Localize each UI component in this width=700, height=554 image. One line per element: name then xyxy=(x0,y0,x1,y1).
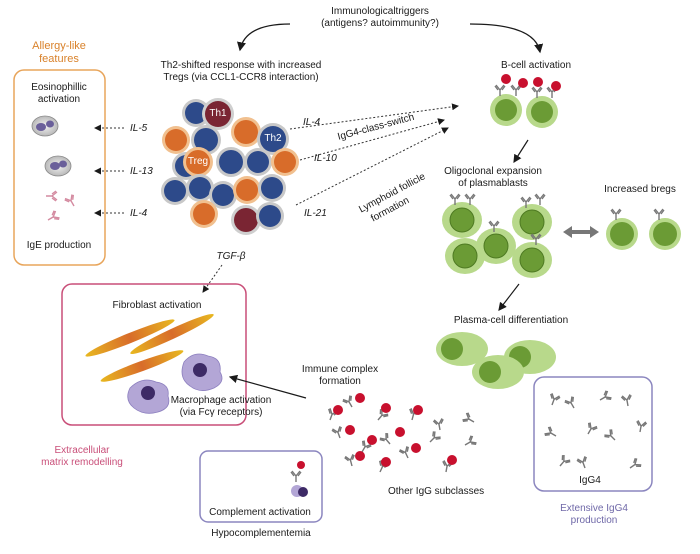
igg4-label: IgG4 xyxy=(579,475,601,486)
eosinophil-icon xyxy=(31,115,72,177)
plasma-label: Plasma-cell differentiation xyxy=(453,315,569,326)
ige-production-label: IgE production xyxy=(26,240,92,251)
immune-complex-line2: formation xyxy=(319,376,361,387)
b-cell-icon xyxy=(490,74,561,128)
breg-cells-icon xyxy=(606,208,681,250)
il5-label: IL-5 xyxy=(130,123,148,134)
treg-cell xyxy=(186,150,210,174)
th1-label: Th1 xyxy=(209,108,227,119)
macrophage-icon xyxy=(127,353,223,414)
eos-line2: activation xyxy=(37,94,81,105)
tgf-arrow xyxy=(202,264,223,293)
allergy-title-line2: features xyxy=(39,53,79,65)
complement-label: Complement activation xyxy=(209,507,311,518)
allergy-box xyxy=(13,69,106,266)
th1-cell xyxy=(205,101,231,127)
treg-label: Treg xyxy=(187,156,209,167)
fibroblast-box xyxy=(61,283,247,426)
il4-right-label: IL-4 xyxy=(303,117,321,128)
th2-line2: Tregs (via CCL1-CCR8 interaction) xyxy=(163,72,319,83)
ecm-line2: matrix remodelling xyxy=(41,457,123,468)
triggers-line1: Immunologicaltriggers xyxy=(331,6,429,17)
ecm-line1: Extracellular xyxy=(54,445,110,456)
th2-cell xyxy=(260,126,286,152)
complex-to-macrophage-arrow xyxy=(228,374,307,399)
allergy-title-line1: Allergy-like xyxy=(32,40,86,52)
immune-complex-line1: Immune complex xyxy=(301,364,379,375)
extensive-line2: production xyxy=(570,515,618,526)
il13-label: IL-13 xyxy=(130,166,153,177)
extensive-line1: Extensive IgG4 xyxy=(560,503,628,514)
complement-box xyxy=(199,450,323,523)
trigger-arrow-right xyxy=(469,23,544,54)
oligo-line1: Oligoclonal expansion xyxy=(444,166,542,177)
hypocomplementemia-label: Hypocomplementemia xyxy=(211,528,311,539)
th2-label: Th2 xyxy=(264,133,282,144)
macrophage-line1: Macrophage activation xyxy=(170,395,272,406)
other-igg-label: Other IgG subclasses xyxy=(388,486,485,497)
macrophage-line2: (via Fcγ receptors) xyxy=(179,407,263,418)
bcell-label: B-cell activation xyxy=(500,60,572,71)
complement-icon xyxy=(290,461,308,497)
immune-complex-icon xyxy=(324,393,478,475)
il21-label: IL-21 xyxy=(304,208,327,219)
triggers-line2: (antigens? autoimmunity?) xyxy=(321,18,439,29)
bcell-to-oligo-arrow xyxy=(513,139,529,164)
tgf-beta-label: TGF-β xyxy=(216,251,246,262)
il21-arrow xyxy=(295,127,449,206)
il10-arrow xyxy=(299,118,445,161)
plasma-cells-icon xyxy=(436,332,556,389)
t-cell-cluster xyxy=(161,98,299,235)
bregs-label: Increased bregs xyxy=(604,184,676,195)
th2-line1: Th2-shifted response with increased xyxy=(160,60,322,71)
oligo-to-plasma-arrow xyxy=(498,283,520,311)
fibroblast-icon xyxy=(85,314,214,382)
igg4-antibodies-icon xyxy=(543,389,648,473)
oligo-line2: of plasmablasts xyxy=(458,178,528,189)
plasmablast-group xyxy=(441,193,553,279)
il10-label: IL-10 xyxy=(314,153,337,164)
ige-antibody-icon xyxy=(44,190,80,226)
il4-right-arrow xyxy=(289,103,459,130)
igg4-box xyxy=(533,376,653,492)
il4-left-label: IL-4 xyxy=(130,208,148,219)
eos-line1: Eosinophillic xyxy=(31,82,87,93)
fibroblast-label: Fibroblast activation xyxy=(112,300,202,311)
trigger-arrow-left xyxy=(237,23,291,52)
bidirectional-arrow xyxy=(563,226,599,238)
